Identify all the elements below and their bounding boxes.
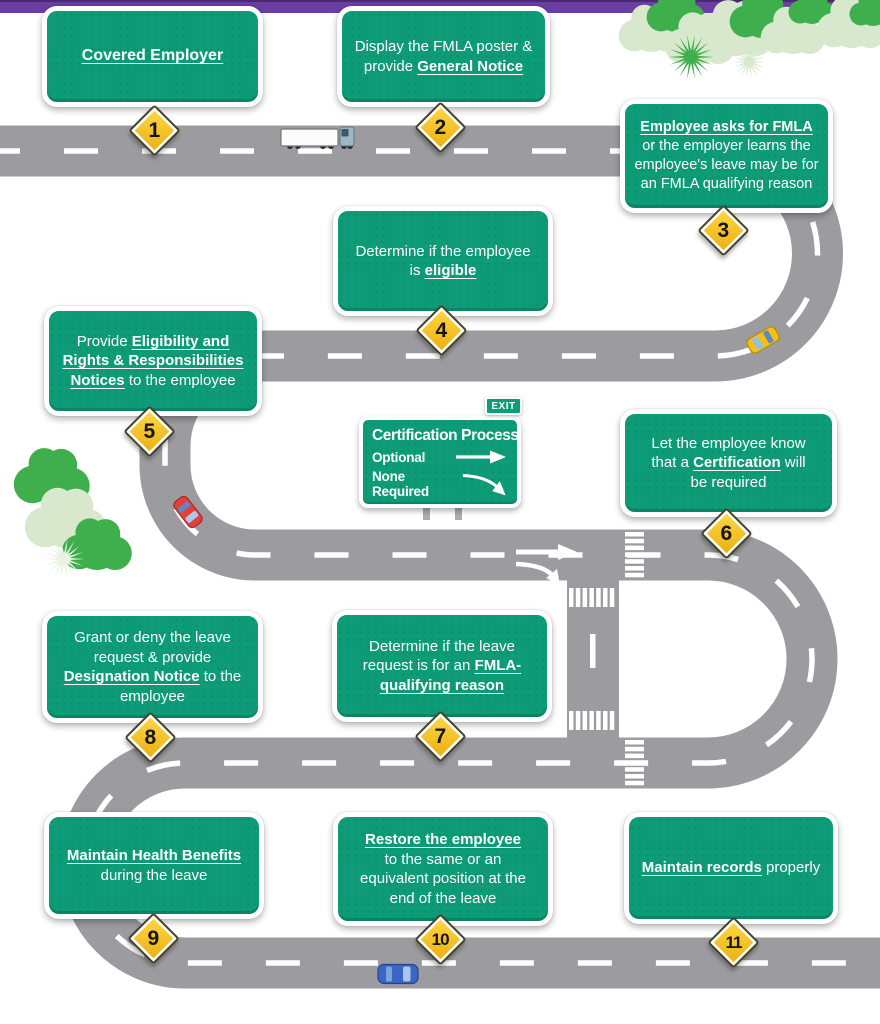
step-sign-8: Grant or deny the leave request & provid…: [42, 611, 263, 723]
step-sign-11: Maintain records properly: [624, 812, 838, 924]
straight-arrow-icon: [456, 450, 506, 464]
step-sign-1: Covered Employer: [42, 6, 263, 107]
certification-process-sign: Certification Process Optional None Requ…: [359, 416, 521, 508]
taxi-icon: [746, 326, 780, 354]
sign-post: [455, 505, 462, 520]
maintain-health-benefits-link[interactable]: Maintain Health Benefits: [66, 847, 242, 864]
certification-none-required-label: None Required: [372, 469, 429, 499]
crosswalk-markings: [569, 532, 644, 786]
certification-optional-label: Optional: [372, 449, 426, 465]
step-sign-9: Maintain Health Benefits during the leav…: [44, 812, 264, 919]
exit-sign: EXIT: [485, 397, 522, 415]
starburst-tree-icon: [732, 45, 766, 79]
starburst-tree-icon: [43, 538, 85, 580]
step-sign-2: Display the FMLA poster & provide Genera…: [337, 6, 550, 107]
fmla-qualifying-reason-link[interactable]: FMLA-qualifying reason: [379, 657, 522, 694]
curved-arrow-icon: [462, 473, 506, 496]
covered-employer-link[interactable]: Covered Employer: [81, 47, 224, 65]
tree-cluster: [13, 0, 880, 580]
employee-asks-fmla-link[interactable]: Employee asks for FMLA: [640, 119, 813, 136]
lane-arrow-straight: [516, 544, 577, 560]
step-sign-5: Provide Eligibility and Rights & Respons…: [44, 306, 262, 416]
step-sign-6: Let the employee know that a Certificati…: [620, 409, 837, 517]
lane-arrow-curved: [515, 561, 560, 585]
step-sign-4: Determine if the employee is eligible: [333, 206, 553, 316]
step-sign-3: Employee asks for FMLA or the employer l…: [620, 99, 833, 213]
sign-post: [423, 505, 430, 520]
certification-link[interactable]: Certification: [693, 454, 781, 472]
starburst-tree-icon: [668, 35, 714, 79]
maintain-records-link[interactable]: Maintain records: [641, 859, 762, 877]
eligible-link[interactable]: eligible: [424, 262, 477, 279]
restore-employee-link[interactable]: Restore the employee: [365, 831, 521, 848]
road: [0, 125, 880, 989]
eligibility-rights-notices-link[interactable]: Eligibility and Rights & Responsibilitie…: [62, 332, 244, 389]
blue-car-icon: [377, 963, 419, 985]
general-notice-link[interactable]: General Notice: [417, 57, 524, 75]
truck-icon: [280, 126, 355, 149]
designation-notice-link[interactable]: Designation Notice: [63, 668, 200, 685]
step-sign-10: Restore the employee to the same or an e…: [333, 812, 553, 926]
step-sign-7: Determine if the leave request is for an…: [332, 610, 552, 722]
red-car-icon: [173, 495, 203, 529]
certification-process-title: Certification Process: [372, 427, 519, 444]
